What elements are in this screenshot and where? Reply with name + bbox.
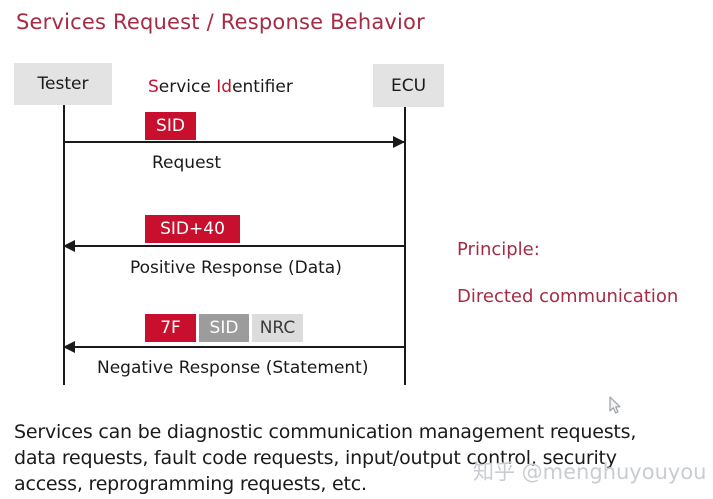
request-arrowhead-icon — [393, 136, 405, 148]
principle-text: Directed communication — [457, 286, 679, 307]
request-label: Request — [152, 153, 222, 173]
body-line-3: access, reprogramming requests, etc. — [14, 473, 367, 495]
principle-heading: Principle: — [457, 239, 540, 260]
positive-response-label: Positive Response (Data) — [130, 258, 342, 278]
negative-response-arrowhead-icon — [63, 341, 75, 353]
positive-response-arrowhead-icon — [63, 240, 75, 252]
nrc-badge: NRC — [252, 314, 303, 342]
ecu-actor-label: ECU — [390, 75, 427, 96]
service-identifier-part4: entifier — [232, 77, 293, 97]
negative-response-arrow-line — [63, 346, 405, 348]
sid-plus-40-badge: SID+40 — [145, 215, 240, 243]
service-identifier-part1: S — [148, 77, 159, 97]
body-line-1: Services can be diagnostic communication… — [14, 421, 637, 443]
page-title: Services Request / Response Behavior — [16, 10, 425, 34]
ecu-lifeline — [404, 107, 406, 385]
7f-badge: 7F — [145, 314, 196, 342]
tester-actor-box: Tester — [14, 63, 112, 105]
tester-actor-label: Tester — [37, 74, 89, 94]
positive-response-arrow-line — [63, 245, 405, 247]
service-identifier-label: Service Identifier — [148, 77, 293, 97]
sid-gray-badge: SID — [199, 314, 249, 342]
body-line-2: data requests, fault code requests, inpu… — [14, 447, 617, 469]
service-identifier-part3: Id — [216, 77, 233, 97]
ecu-actor-box: ECU — [373, 64, 444, 107]
request-arrow-line — [63, 141, 405, 143]
sid-badge: SID — [145, 112, 196, 140]
service-identifier-part2: ervice — [158, 77, 217, 97]
body-paragraph: Services can be diagnostic communication… — [14, 419, 636, 497]
negative-response-label: Negative Response (Statement) — [97, 358, 369, 378]
mouse-cursor-icon — [609, 396, 621, 414]
